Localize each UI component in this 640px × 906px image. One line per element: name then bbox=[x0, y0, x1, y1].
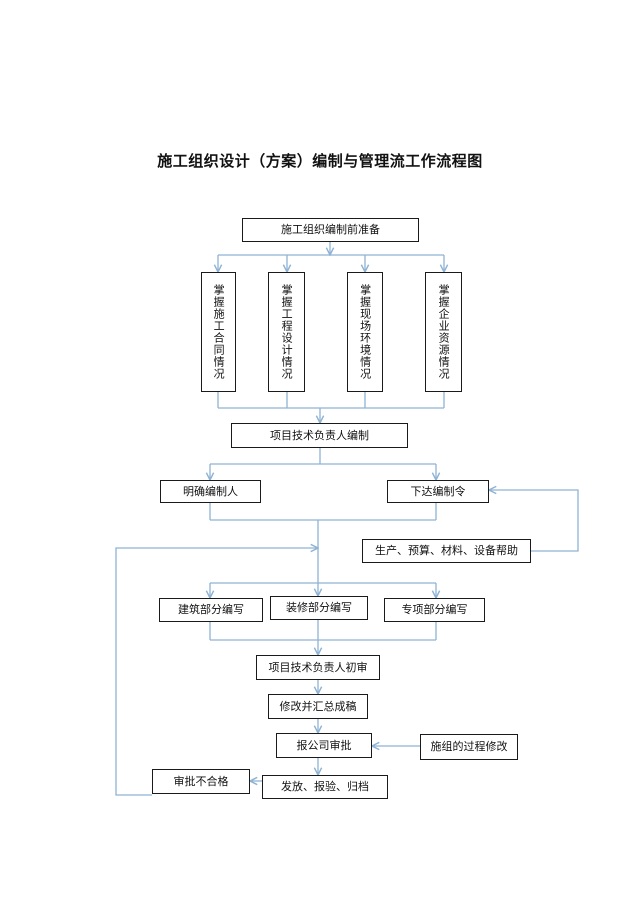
node-support: 生产、预算、材料、设备帮助 bbox=[362, 539, 531, 563]
node-tech-compile: 项目技术负责人编制 bbox=[231, 423, 408, 448]
loop-rejected-back bbox=[115, 548, 318, 796]
node-rejected: 审批不合格 bbox=[152, 769, 250, 794]
node-initial-review: 项目技术负责人初审 bbox=[256, 655, 380, 680]
node-process-revise: 施组的过程修改 bbox=[420, 734, 518, 760]
page-title: 施工组织设计（方案）编制与管理流工作流程图 bbox=[157, 152, 483, 170]
loop-support-order bbox=[489, 490, 579, 552]
node-revise: 修改并汇总成稿 bbox=[268, 694, 368, 719]
node-site: 掌握现场环境情况 bbox=[347, 272, 383, 392]
node-contract: 掌握施工合同情况 bbox=[201, 272, 236, 392]
node-company-approval: 报公司审批 bbox=[276, 733, 372, 758]
node-building: 建筑部分编写 bbox=[159, 598, 263, 622]
node-special: 专项部分编写 bbox=[384, 598, 485, 622]
node-order: 下达编制令 bbox=[387, 480, 489, 503]
node-issue: 发放、报验、归档 bbox=[262, 775, 388, 799]
node-resource: 掌握企业资源情况 bbox=[425, 272, 462, 392]
node-design: 掌握工程设计情况 bbox=[268, 272, 305, 392]
node-assign: 明确编制人 bbox=[160, 480, 261, 503]
node-prep: 施工组织编制前准备 bbox=[242, 218, 419, 242]
node-decoration: 装修部分编写 bbox=[270, 596, 368, 620]
